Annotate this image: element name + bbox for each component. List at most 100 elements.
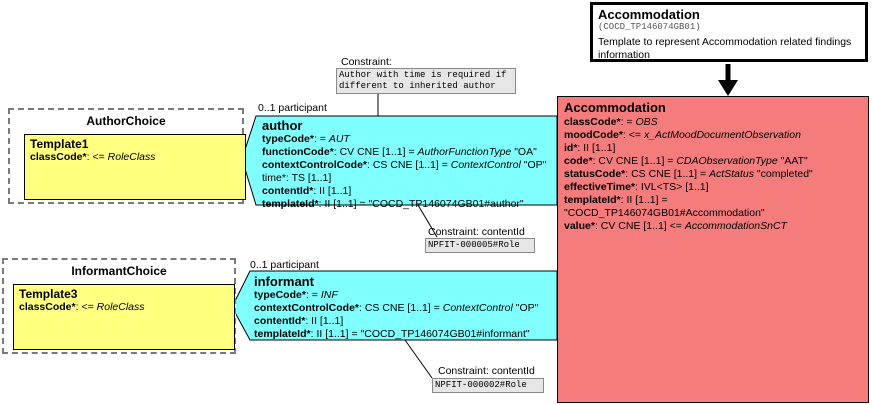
constraint-text: Author with time is required if	[339, 70, 507, 80]
attribute-name: moodCode*	[564, 129, 623, 141]
author-choice-box: AuthorChoice Template1 classCode*: <= Ro…	[8, 108, 246, 204]
attribute-sep: : II [1..1] =	[620, 194, 668, 206]
attribute-line: templateId*: II [1..1] = "COCD_TP146074G…	[262, 198, 554, 211]
template-description-line: information	[598, 49, 650, 61]
author-contentid-connector	[417, 204, 438, 238]
attribute-line: templateId*: II [1..1] = "COCD_TP146074G…	[254, 328, 554, 341]
attribute-name: templateId*	[262, 198, 319, 210]
attribute-line: functionCode*: CV CNE [1..1] = AuthorFun…	[262, 146, 554, 159]
attribute-line: moodCode*: <= x_ActMoodDocumentObservati…	[564, 129, 862, 142]
attribute-sep: : CS CNE [1..1] =	[359, 302, 443, 314]
author-contentid-box: NPFIT-000005#Role	[425, 238, 535, 253]
attribute-sep: : II [1..1] = "COCD_TP146074GB01#informa…	[310, 328, 530, 340]
attribute-line: id*: II [1..1]	[564, 142, 862, 155]
attribute-sep: time*: TS [1..1]	[262, 172, 332, 184]
template1-box: Template1 classCode*: <= RoleClass	[24, 134, 246, 200]
class-title: Accommodation	[564, 100, 666, 115]
attribute-name: effectiveTime*	[564, 181, 636, 193]
attribute-line: time*: TS [1..1]	[262, 172, 554, 185]
constraint-text: different to inherited author	[339, 81, 496, 91]
attribute-name: typeCode*	[262, 133, 314, 145]
attribute-sep: : IVL<TS> [1..1]	[635, 181, 709, 193]
template-arrow-head	[718, 80, 738, 96]
attribute-sep: : =	[620, 116, 636, 128]
attribute-name: contextControlCode*	[254, 302, 359, 314]
template3-box: Template3 classCode*: <= RoleClass	[13, 284, 235, 350]
attribute-name: value*	[564, 220, 595, 232]
choice-title: InformantChoice	[71, 264, 167, 278]
attribute-line: templateId*: II [1..1] =	[564, 194, 862, 207]
attribute-sep: : =	[305, 289, 321, 301]
attribute-sep: : II [1..1]	[577, 142, 616, 154]
attribute-line: typeCode*: = INF	[254, 289, 554, 302]
attribute-sep: "COCD_TP146074GB01#Accommodation"	[564, 207, 765, 219]
attribute-sep: : CS CNE [1..1] =	[367, 159, 451, 171]
attribute-value: AuthorFunctionType	[417, 146, 512, 158]
attribute-sep: : CV CNE [1..1] =	[592, 155, 677, 167]
template-description-line: Template to represent Accommodation rela…	[598, 36, 852, 48]
attribute-name: code*	[564, 155, 593, 167]
informant-contentid-connector	[404, 339, 433, 379]
author-constraint-label: Constraint:	[341, 56, 392, 68]
attribute-rest: "OP"	[520, 159, 547, 171]
attribute-value: ContextControl	[450, 159, 521, 171]
attribute-sep: : CS CNE [1..1] =	[625, 168, 710, 180]
attribute-rest: "completed"	[753, 168, 813, 180]
attribute-line: statusCode*: CS CNE [1..1] = ActStatus "…	[564, 168, 862, 181]
attribute-rest: "OP"	[512, 302, 539, 314]
template-description: Template to represent Accommodation rela…	[598, 36, 860, 62]
attribute-line: code*: CV CNE [1..1] = CDAObservationTyp…	[564, 155, 862, 168]
attribute-value: AccommodationSnCT	[684, 220, 787, 232]
attribute-sep: : II [1..1] = "COCD_TP146074GB01#author"	[318, 198, 524, 210]
template-attribute: classCode*: <= RoleClass	[19, 301, 145, 313]
attribute-line: contentId*: II [1..1]	[262, 185, 554, 198]
template-code: (COCD_TP146074GB01)	[598, 22, 701, 32]
attribute-line: effectiveTime*: IVL<TS> [1..1]	[564, 181, 862, 194]
author-participation-label: 0..1 participant	[258, 102, 327, 114]
attribute-sep: : II [1..1]	[305, 315, 344, 327]
template-attribute: classCode*: <= RoleClass	[30, 151, 156, 163]
attribute-name: typeCode*	[254, 289, 306, 301]
attribute-sep: : <=	[622, 129, 644, 141]
attribute-value: ActStatus	[709, 168, 754, 180]
attribute-value: OBS	[635, 116, 658, 128]
attribute-line: "COCD_TP146074GB01#Accommodation"	[564, 207, 862, 220]
template-title: Template3	[19, 287, 78, 301]
attribute-name: templateId*	[254, 328, 311, 340]
attribute-value: ContextControl	[442, 302, 513, 314]
informant-participation-label: 0..1 participant	[250, 259, 319, 271]
attribute-rest: "AAT"	[777, 155, 808, 167]
attribute-value: AUT	[328, 133, 350, 145]
informant-choice-box: InformantChoice Template3 classCode*: <=…	[2, 258, 236, 354]
attribute-value: CDAObservationType	[676, 155, 778, 167]
attribute-value: INF	[320, 289, 338, 301]
attribute-sep: : CV CNE [1..1] =	[333, 146, 418, 158]
attribute-name: contentId*	[254, 315, 306, 327]
attribute-name: id*	[564, 142, 578, 154]
author-constraint-box: Author with time is required if differen…	[336, 68, 516, 94]
attribute-name: statusCode*	[564, 168, 626, 180]
template-title-box: Accommodation (COCD_TP146074GB01) Templa…	[590, 2, 868, 62]
attribute-line: classCode*: = OBS	[564, 116, 862, 129]
attribute-value: x_ActMoodDocumentObservation	[643, 129, 801, 141]
attribute-name: contextControlCode*	[262, 159, 367, 171]
attribute-name: templateId*	[564, 194, 621, 206]
attribute-sep: : CV CNE [1..1] <=	[594, 220, 685, 232]
attribute-line: contextControlCode*: CS CNE [1..1] = Con…	[262, 159, 554, 172]
informant-contentid-label: Constraint: contentId	[438, 365, 535, 377]
attribute-line: contentId*: II [1..1]	[254, 315, 554, 328]
participation-title: informant	[254, 274, 314, 289]
participation-title: author	[262, 118, 303, 133]
attribute-line: value*: CV CNE [1..1] <= AccommodationSn…	[564, 220, 862, 233]
attribute-name: contentId*	[262, 185, 314, 197]
choice-title: AuthorChoice	[86, 114, 166, 128]
attribute-name: functionCode*	[262, 146, 334, 158]
template-name: Accommodation	[598, 7, 700, 22]
